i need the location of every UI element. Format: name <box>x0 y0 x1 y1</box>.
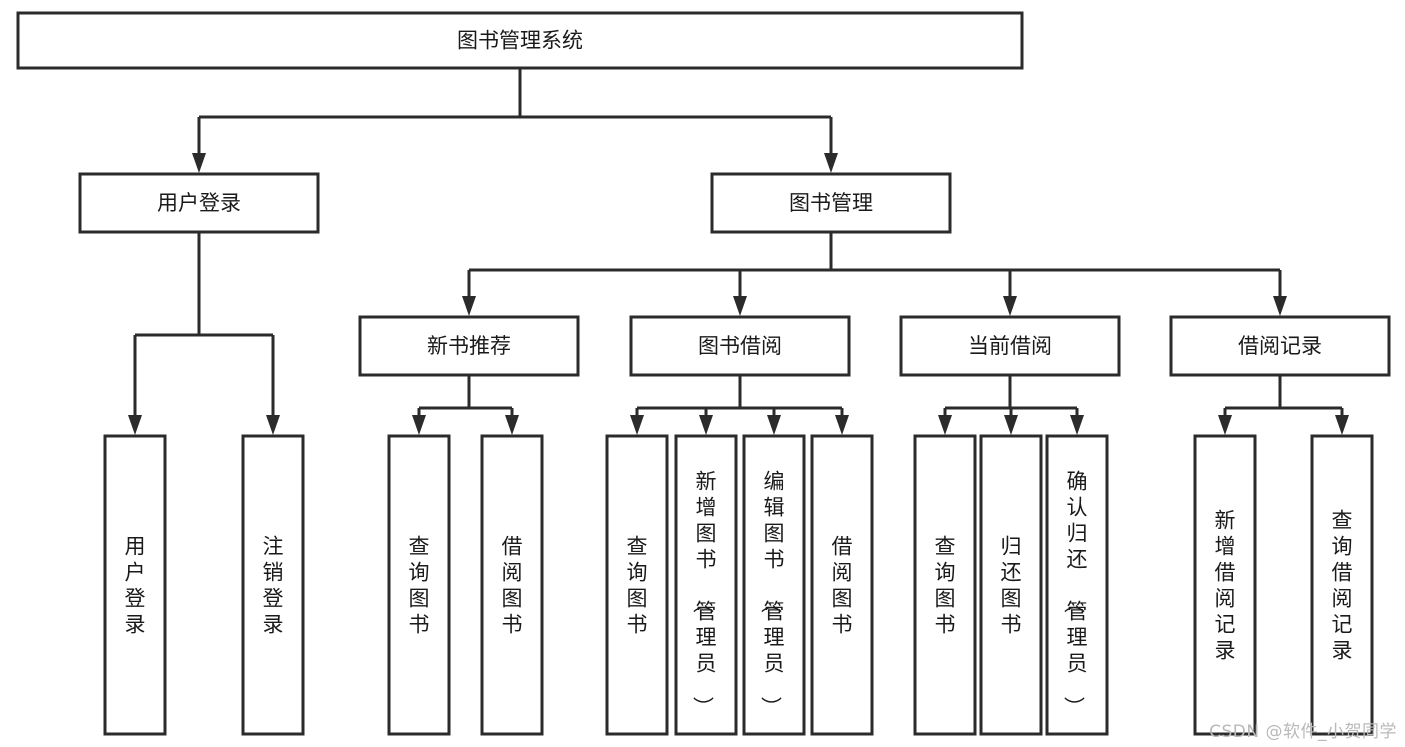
node-label: 查询图书 <box>627 534 648 636</box>
node-box[interactable] <box>913 434 977 736</box>
node-box[interactable] <box>1045 434 1109 736</box>
arrow-head-icon <box>1004 415 1018 435</box>
connector-user-login-bus <box>128 232 280 435</box>
leaf-node-leaf-query-book-2[interactable]: 查询图书 <box>605 434 669 736</box>
node-label: 新增图书（管理员） <box>691 469 717 717</box>
arrow-head-icon <box>699 415 713 435</box>
node-label: 归还图书 <box>1001 534 1022 636</box>
node-label: 借阅图书 <box>832 534 853 636</box>
root-node-root[interactable]: 图书管理系统 <box>16 11 1024 70</box>
node-box[interactable] <box>1310 434 1374 736</box>
level2-node-user-login[interactable]: 用户登录 <box>78 172 320 234</box>
connector-recommend-bus <box>412 375 519 435</box>
node-label: 借阅图书 <box>502 534 523 636</box>
connector-record-bus <box>1218 375 1349 435</box>
arrow-head-icon <box>192 153 206 173</box>
node-label: 图书管理 <box>789 191 873 215</box>
level3-node-borrow-record[interactable]: 借阅记录 <box>1169 315 1391 377</box>
node-label: 新书推荐 <box>427 334 511 358</box>
node-layer: 图书管理系统用户登录图书管理新书推荐图书借阅当前借阅借阅记录用户登录注销登录查询… <box>16 11 1391 736</box>
node-label: 查询借阅记录 <box>1332 508 1353 662</box>
leaf-node-leaf-query-book-3[interactable]: 查询图书 <box>913 434 977 736</box>
arrow-head-icon <box>505 415 519 435</box>
node-box[interactable] <box>629 315 851 377</box>
level3-node-book-borrow[interactable]: 图书借阅 <box>629 315 851 377</box>
level2-node-book-manage[interactable]: 图书管理 <box>710 172 952 234</box>
arrow-head-icon <box>266 415 280 435</box>
node-box[interactable] <box>241 434 305 736</box>
node-box[interactable] <box>480 434 544 736</box>
node-box[interactable] <box>742 434 806 736</box>
node-label: 图书管理系统 <box>457 29 583 53</box>
leaf-node-leaf-logout[interactable]: 注销登录 <box>241 434 305 736</box>
arrow-head-icon <box>1070 415 1084 435</box>
connector-book-manage-bus <box>462 232 1287 316</box>
arrow-head-icon <box>824 153 838 173</box>
node-label: 用户登录 <box>125 534 146 636</box>
arrow-head-icon <box>1273 296 1287 316</box>
node-label: 查询图书 <box>409 534 430 636</box>
leaf-node-leaf-query-book-1[interactable]: 查询图书 <box>387 434 451 736</box>
node-box[interactable] <box>810 434 874 736</box>
node-box[interactable] <box>1169 315 1391 377</box>
arrow-head-icon <box>733 296 747 316</box>
node-box[interactable] <box>358 315 580 377</box>
arrow-head-icon <box>128 415 142 435</box>
node-box[interactable] <box>387 434 451 736</box>
node-box[interactable] <box>16 11 1024 70</box>
node-label: 编辑图书（管理员） <box>759 469 785 717</box>
arrow-head-icon <box>1003 296 1017 316</box>
level3-node-current-borrow[interactable]: 当前借阅 <box>899 315 1121 377</box>
arrow-head-icon <box>630 415 644 435</box>
node-label: 查询图书 <box>935 534 956 636</box>
leaf-node-leaf-query-record[interactable]: 查询借阅记录 <box>1310 434 1374 736</box>
leaf-node-leaf-borrow-book-1[interactable]: 借阅图书 <box>480 434 544 736</box>
node-box[interactable] <box>899 315 1121 377</box>
arrow-head-icon <box>1335 415 1349 435</box>
leaf-node-leaf-add-record[interactable]: 新增借阅记录 <box>1193 434 1257 736</box>
node-box[interactable] <box>605 434 669 736</box>
node-box[interactable] <box>103 434 167 736</box>
node-label: 图书借阅 <box>698 334 782 358</box>
connector-layer <box>128 68 1349 435</box>
leaf-node-leaf-return-book[interactable]: 归还图书 <box>979 434 1043 736</box>
arrow-head-icon <box>462 296 476 316</box>
node-label: 用户登录 <box>157 191 241 215</box>
leaf-node-leaf-user-login[interactable]: 用户登录 <box>103 434 167 736</box>
arrow-head-icon <box>835 415 849 435</box>
arrow-head-icon <box>938 415 952 435</box>
node-box[interactable] <box>710 172 952 234</box>
node-label: 当前借阅 <box>968 334 1052 358</box>
arrow-head-icon <box>412 415 426 435</box>
node-label: 借阅记录 <box>1238 334 1322 358</box>
watermark-text: CSDN @软件_小贺同学 <box>1209 722 1397 742</box>
connector-root-bus <box>192 68 838 173</box>
node-box[interactable] <box>78 172 320 234</box>
leaf-node-leaf-edit-book[interactable]: 编辑图书（管理员） <box>742 434 806 736</box>
connector-current-bus <box>938 375 1084 435</box>
node-label: 确认归还（管理员） <box>1062 469 1088 717</box>
arrow-head-icon <box>1218 415 1232 435</box>
node-label: 注销登录 <box>263 534 284 636</box>
leaf-node-leaf-confirm-return[interactable]: 确认归还（管理员） <box>1045 434 1109 736</box>
level3-node-new-book-recommend[interactable]: 新书推荐 <box>358 315 580 377</box>
node-box[interactable] <box>674 434 738 736</box>
leaf-node-leaf-borrow-book-2[interactable]: 借阅图书 <box>810 434 874 736</box>
connector-borrow-bus <box>630 375 849 435</box>
node-box[interactable] <box>1193 434 1257 736</box>
leaf-node-leaf-add-book[interactable]: 新增图书（管理员） <box>674 434 738 736</box>
node-box[interactable] <box>979 434 1043 736</box>
node-label: 新增借阅记录 <box>1215 508 1236 662</box>
arrow-head-icon <box>767 415 781 435</box>
